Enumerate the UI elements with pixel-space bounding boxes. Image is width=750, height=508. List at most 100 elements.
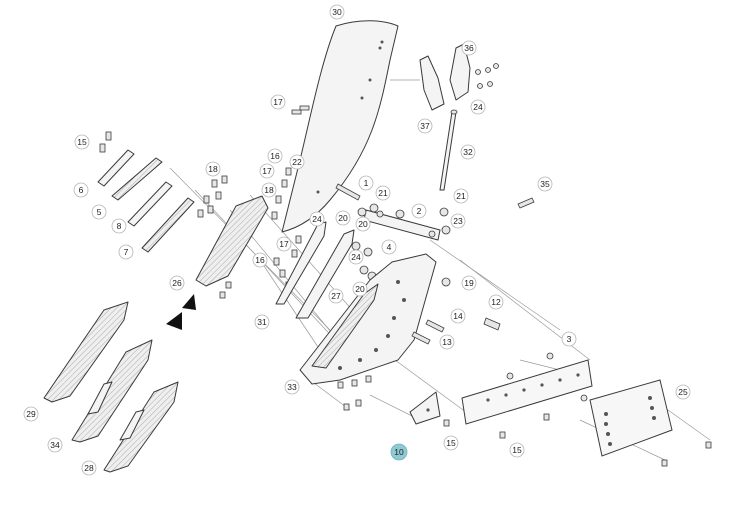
svg-text:19: 19 (464, 278, 474, 288)
svg-text:25: 25 (678, 387, 688, 397)
bolt-14 (425, 319, 445, 333)
callout-1[interactable]: 1 (358, 175, 374, 191)
callout-15[interactable]: 15 (74, 134, 90, 150)
callout-17[interactable]: 17 (259, 163, 275, 179)
callout-4[interactable]: 4 (381, 239, 397, 255)
pin-1 (335, 183, 361, 201)
svg-text:4: 4 (387, 242, 392, 252)
callout-29[interactable]: 29 (23, 406, 39, 422)
callout-27[interactable]: 27 (328, 288, 344, 304)
callout-23[interactable]: 23 (450, 213, 466, 229)
svg-text:30: 30 (332, 7, 342, 17)
mouldboard-part (281, 20, 399, 233)
callout-21[interactable]: 21 (375, 185, 391, 201)
bolt-35 (517, 197, 535, 209)
callout-21[interactable]: 21 (453, 188, 469, 204)
callout-18[interactable]: 18 (205, 161, 221, 177)
svg-text:20: 20 (338, 213, 348, 223)
center-bolts (271, 105, 310, 290)
callout-34[interactable]: 34 (47, 437, 63, 453)
svg-text:14: 14 (453, 311, 463, 321)
callout-15[interactable]: 15 (443, 435, 459, 451)
svg-text:15: 15 (77, 137, 87, 147)
plate-3 (461, 359, 593, 425)
callout-18[interactable]: 18 (261, 182, 277, 198)
callout-16[interactable]: 16 (267, 148, 283, 164)
callout-16[interactable]: 16 (252, 252, 268, 268)
svg-text:17: 17 (279, 239, 289, 249)
callout-7[interactable]: 7 (118, 244, 134, 260)
shin-7 (141, 197, 195, 253)
wear-plate-29 (43, 301, 129, 403)
plate-3-hardware (499, 352, 588, 439)
svg-text:26: 26 (172, 278, 182, 288)
blade-31 (275, 221, 327, 305)
callout-36[interactable]: 36 (461, 40, 477, 56)
svg-text:17: 17 (262, 166, 272, 176)
callout-19[interactable]: 19 (461, 275, 477, 291)
shin-8 (127, 181, 173, 227)
svg-text:34: 34 (50, 440, 60, 450)
callout-15[interactable]: 15 (509, 442, 525, 458)
callout-22[interactable]: 22 (289, 154, 305, 170)
svg-text:31: 31 (257, 317, 267, 327)
callout-37[interactable]: 37 (417, 118, 433, 134)
svg-text:1: 1 (364, 178, 369, 188)
callout-33[interactable]: 33 (284, 379, 300, 395)
svg-text:35: 35 (540, 179, 550, 189)
svg-text:18: 18 (208, 164, 218, 174)
callout-17[interactable]: 17 (276, 236, 292, 252)
callout-20[interactable]: 20 (335, 210, 351, 226)
wear-plate-34-cutout (87, 381, 113, 415)
callout-12[interactable]: 12 (488, 294, 504, 310)
svg-text:2: 2 (417, 206, 422, 216)
svg-text:16: 16 (255, 255, 265, 265)
rod-32 (439, 111, 457, 191)
callout-31[interactable]: 31 (254, 314, 270, 330)
svg-text:36: 36 (464, 43, 474, 53)
svg-text:28: 28 (84, 463, 94, 473)
callout-30[interactable]: 30 (329, 4, 345, 20)
svg-text:22: 22 (292, 157, 302, 167)
svg-text:6: 6 (79, 185, 84, 195)
bracket-37 (419, 55, 445, 111)
callout-26[interactable]: 26 (169, 275, 185, 291)
svg-text:24: 24 (351, 252, 361, 262)
callout-24[interactable]: 24 (470, 99, 486, 115)
callout-20[interactable]: 20 (355, 216, 371, 232)
callout-13[interactable]: 13 (439, 334, 455, 350)
bolt-13 (411, 331, 431, 345)
callout-24[interactable]: 24 (348, 249, 364, 265)
callout-20[interactable]: 20 (352, 281, 368, 297)
arrow-up-icon (182, 294, 196, 310)
callout-35[interactable]: 35 (537, 176, 553, 192)
svg-text:24: 24 (312, 214, 322, 224)
share-26 (195, 195, 269, 287)
callout-8[interactable]: 8 (111, 218, 127, 234)
svg-text:5: 5 (97, 207, 102, 217)
svg-text:21: 21 (378, 188, 388, 198)
svg-text:27: 27 (331, 291, 341, 301)
callout-5[interactable]: 5 (91, 204, 107, 220)
callout-32[interactable]: 32 (460, 144, 476, 160)
callout-28[interactable]: 28 (81, 460, 97, 476)
callout-3[interactable]: 3 (561, 331, 577, 347)
callouts: 30 36 24 37 17 32 15 6 5 8 7 18 16 17 22… (23, 4, 691, 476)
callout-25[interactable]: 25 (675, 384, 691, 400)
callout-14[interactable]: 14 (450, 308, 466, 324)
callout-6[interactable]: 6 (73, 182, 89, 198)
gusset-10 (409, 391, 441, 425)
callout-10[interactable]: 10 (390, 443, 408, 461)
svg-text:24: 24 (473, 102, 483, 112)
plate-3-holes (486, 373, 580, 402)
wear-plate-28 (103, 381, 179, 473)
svg-text:17: 17 (273, 97, 283, 107)
wear-plate-34 (71, 339, 153, 443)
callout-17[interactable]: 17 (270, 94, 286, 110)
callout-24[interactable]: 24 (309, 211, 325, 227)
frame-holes (338, 280, 406, 370)
svg-text:8: 8 (117, 221, 122, 231)
svg-text:13: 13 (442, 337, 452, 347)
callout-2[interactable]: 2 (411, 203, 427, 219)
svg-text:15: 15 (512, 445, 522, 455)
